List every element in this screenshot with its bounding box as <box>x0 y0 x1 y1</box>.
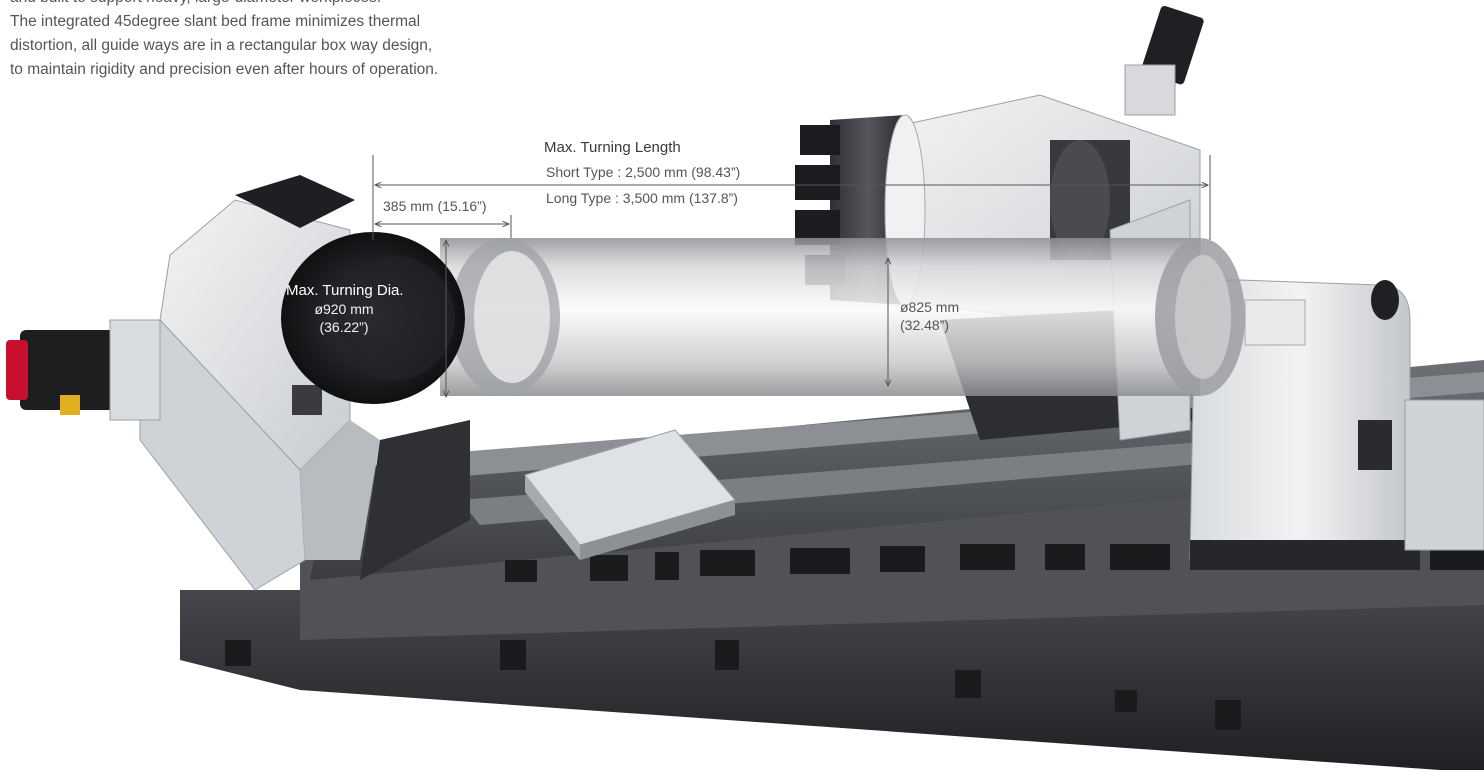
intro-line-3: distortion, all guide ways are in a rect… <box>10 37 433 54</box>
workpiece-cylinder <box>440 238 1245 396</box>
max-turning-dia-title: Max. Turning Dia. <box>286 282 404 299</box>
dimension-lines <box>372 155 1211 397</box>
chuck <box>281 232 465 404</box>
max-turning-dia-mm: ø920 mm <box>314 301 374 317</box>
max-turning-length-title: Max. Turning Length <box>544 139 681 156</box>
way-cover <box>524 429 736 560</box>
short-type-length: Short Type : 2,500 mm (98.43”) <box>546 164 741 180</box>
long-type-length: Long Type : 3,500 mm (137.8”) <box>546 190 738 206</box>
tailstock <box>1189 279 1484 570</box>
intro-line-4: to maintain rigidity and precision even … <box>10 61 439 78</box>
chuck-offset-label: 385 mm (15.16”) <box>383 198 487 214</box>
max-turning-dia-inch: (36.22”) <box>319 319 369 335</box>
intro-paragraph: and built to support heavy, large-diamet… <box>10 0 630 82</box>
swing-dia-mm: ø825 mm <box>900 299 960 315</box>
swing-dia: ø825 mm (32.48”) <box>900 298 959 334</box>
intro-line-1: and built to support heavy, large-diamet… <box>10 0 630 10</box>
swing-dia-inch: (32.48”) <box>900 317 950 333</box>
intro-line-2: The integrated 45degree slant bed frame … <box>10 13 421 30</box>
max-turning-dia: Max. Turning Dia. ø920 mm (36.22”) <box>286 282 404 336</box>
